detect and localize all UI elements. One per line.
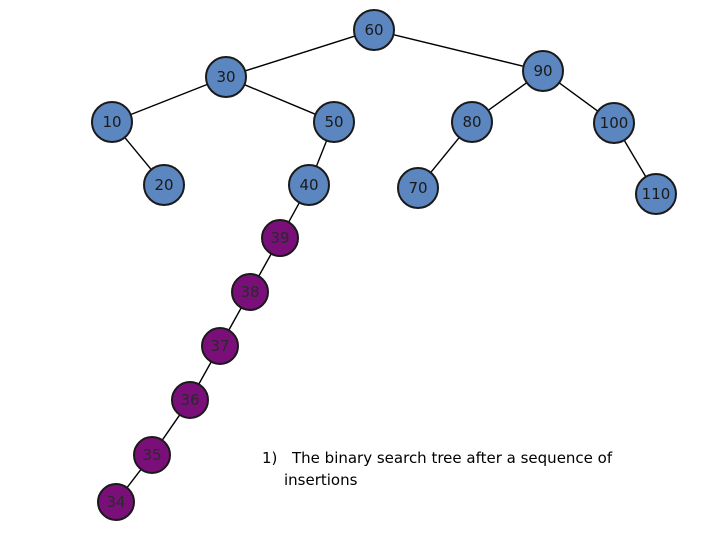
edge-90-100: [558, 82, 599, 112]
node-circle: [231, 273, 269, 311]
edge-60-30: [244, 35, 356, 72]
tree-node-10: 10: [91, 101, 133, 143]
node-label: 20: [154, 176, 173, 194]
edge-80-70: [430, 137, 460, 173]
node-label: 39: [270, 229, 289, 247]
node-circle: [522, 50, 564, 92]
caption-line-1: 1) The binary search tree after a sequenc…: [262, 447, 622, 469]
node-circle: [451, 101, 493, 143]
edge-100-110: [623, 139, 647, 178]
node-label: 90: [533, 62, 552, 80]
node-label: 110: [642, 185, 671, 203]
tree-node-39: 39: [261, 219, 299, 257]
tree-node-34: 34: [97, 483, 135, 521]
node-circle: [397, 167, 439, 209]
node-circle: [201, 327, 239, 365]
tree-node-50: 50: [313, 101, 355, 143]
edge-90-80: [487, 82, 528, 111]
tree-node-20: 20: [143, 164, 185, 206]
node-circle: [261, 219, 299, 257]
node-label: 50: [324, 113, 343, 131]
tree-node-30: 30: [205, 56, 247, 98]
node-circle: [91, 101, 133, 143]
node-label: 40: [299, 176, 318, 194]
edge-39-38: [258, 253, 272, 277]
node-label: 10: [102, 113, 121, 131]
tree-node-90: 90: [522, 50, 564, 92]
tree-node-38: 38: [231, 273, 269, 311]
edge-10-20: [124, 136, 152, 171]
edge-30-10: [130, 83, 208, 116]
node-label: 70: [408, 179, 427, 197]
node-circle: [593, 102, 635, 144]
edge-36-35: [161, 414, 181, 441]
node-label: 30: [216, 68, 235, 86]
tree-node-100: 100: [593, 102, 635, 144]
node-label: 60: [364, 21, 383, 39]
node-label: 80: [462, 113, 481, 131]
tree-node-70: 70: [397, 167, 439, 209]
node-label: 34: [106, 493, 125, 511]
caption-line-2: insertions: [284, 471, 358, 489]
node-circle: [171, 381, 209, 419]
tree-edges: [124, 34, 647, 489]
node-circle: [635, 173, 677, 215]
edge-30-50: [244, 84, 316, 115]
caption-text-1: The binary search tree after a sequence …: [292, 449, 613, 467]
node-circle: [205, 56, 247, 98]
figure-caption: 1) The binary search tree after a sequenc…: [262, 447, 622, 491]
tree-node-35: 35: [133, 436, 171, 474]
tree-node-37: 37: [201, 327, 239, 365]
tree-node-110: 110: [635, 173, 677, 215]
node-label: 38: [240, 283, 259, 301]
node-circle: [313, 101, 355, 143]
tree-node-40: 40: [288, 164, 330, 206]
tree-nodes: 60 30 90 10 50 80 100 20 40 70 110 39 38 37 36 35 34: [91, 9, 677, 521]
node-label: 37: [210, 337, 229, 355]
node-label: 100: [600, 114, 629, 132]
edge-40-39: [288, 202, 301, 223]
edge-37-36: [198, 361, 212, 385]
edge-35-34: [126, 468, 142, 489]
edge-38-37: [228, 307, 242, 331]
node-circle: [353, 9, 395, 51]
tree-node-80: 80: [451, 101, 493, 143]
tree-node-60: 60: [353, 9, 395, 51]
node-circle: [143, 164, 185, 206]
edge-60-90: [393, 34, 524, 67]
caption-number: 1): [262, 449, 278, 467]
node-circle: [133, 436, 171, 474]
node-circle: [97, 483, 135, 521]
node-label: 35: [142, 446, 161, 464]
tree-node-36: 36: [171, 381, 209, 419]
node-circle: [288, 164, 330, 206]
edge-50-40: [315, 140, 328, 167]
node-label: 36: [180, 391, 199, 409]
